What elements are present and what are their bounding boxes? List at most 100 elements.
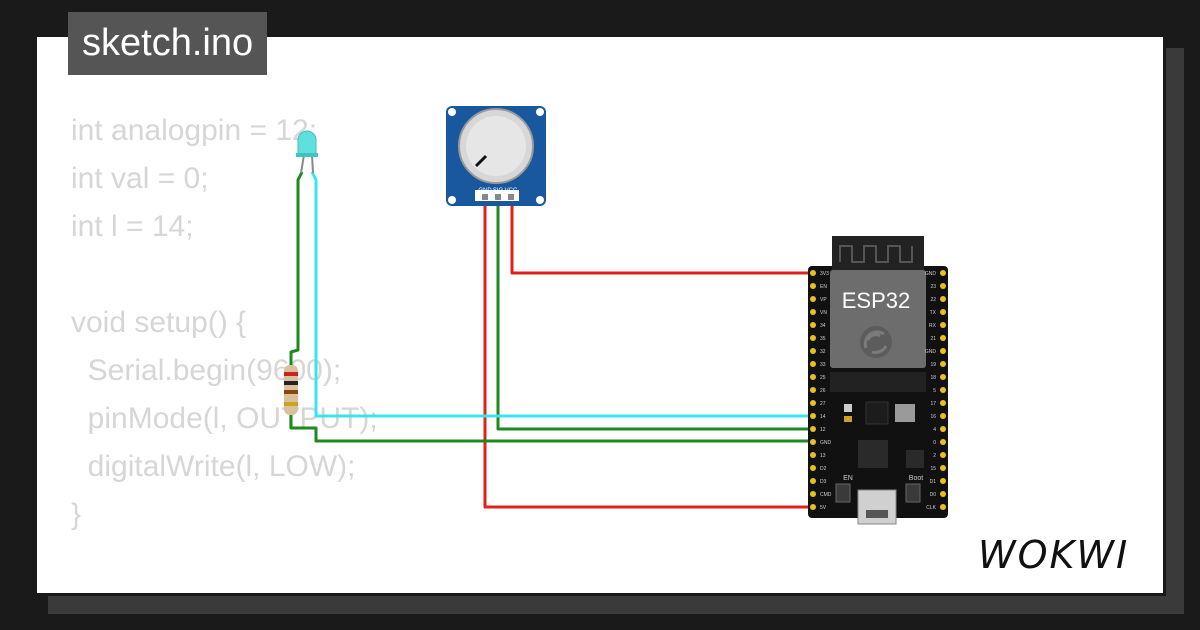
esp32-pin[interactable] bbox=[810, 491, 816, 497]
wire-ground-2[interactable] bbox=[289, 415, 812, 443]
esp32-pin[interactable] bbox=[810, 296, 816, 302]
esp32-pin-label: D0 bbox=[930, 492, 937, 498]
code-line: digitalWrite(l, LOW); bbox=[71, 450, 356, 483]
esp32-pin-label: 5V bbox=[820, 505, 827, 511]
esp32-pin-label: D1 bbox=[930, 479, 937, 485]
esp32-left-pins: 3V3ENVPVN343532332526271412GND13D2D3CMD5… bbox=[810, 270, 832, 511]
esp32-pin[interactable] bbox=[940, 335, 946, 341]
esp32-pin[interactable] bbox=[940, 296, 946, 302]
esp32-pin-label: CLK bbox=[926, 505, 936, 511]
wire-led[interactable] bbox=[310, 171, 812, 418]
esp32-module bbox=[830, 270, 926, 368]
esp32-pin-label: 3V3 bbox=[820, 271, 829, 277]
esp32-pin[interactable] bbox=[940, 491, 946, 497]
esp32-antenna bbox=[832, 236, 924, 276]
simulation-canvas[interactable]: int analogpin = 12;int val = 0;int l = 1… bbox=[34, 34, 1166, 596]
pot-pin-label-gnd: GND bbox=[478, 188, 492, 194]
esp32-pin-label: 35 bbox=[820, 336, 826, 342]
esp32-pin[interactable] bbox=[810, 270, 816, 276]
knob-indicator bbox=[474, 154, 488, 168]
esp32-pin-label: 13 bbox=[820, 453, 826, 459]
esp32-pin[interactable] bbox=[810, 478, 816, 484]
esp32-pin[interactable] bbox=[940, 400, 946, 406]
esp32-pin[interactable] bbox=[940, 426, 946, 432]
esp32-pin[interactable] bbox=[810, 504, 816, 510]
code-line: Serial.begin(9600); bbox=[71, 354, 342, 387]
esp32-pin-label: 25 bbox=[820, 375, 826, 381]
esp32-pin-label: 19 bbox=[930, 362, 936, 368]
esp32-pin[interactable] bbox=[810, 452, 816, 458]
esp32-pin-label: 2 bbox=[933, 453, 936, 459]
esp32-pin[interactable] bbox=[940, 374, 946, 380]
esp32-pin-label: CMD bbox=[820, 492, 832, 498]
esp32-pin[interactable] bbox=[810, 413, 816, 419]
esp32-pin[interactable] bbox=[940, 387, 946, 393]
esp32-pin-label: D3 bbox=[820, 479, 827, 485]
esp32-pin[interactable] bbox=[810, 283, 816, 289]
esp32-pin[interactable] bbox=[940, 439, 946, 445]
esp32-pin-label: 5 bbox=[933, 388, 936, 394]
boot-button-label: Boot bbox=[909, 475, 923, 482]
esp32-pin[interactable] bbox=[810, 322, 816, 328]
led[interactable] bbox=[296, 130, 318, 174]
esp32-pin-label: 34 bbox=[820, 323, 826, 329]
esp32-pin-label: 27 bbox=[820, 401, 826, 407]
wire-vcc[interactable] bbox=[510, 198, 812, 275]
esp32-pin[interactable] bbox=[810, 374, 816, 380]
pot-pin-label-vcc: VCC bbox=[505, 188, 518, 194]
esp32-pin[interactable] bbox=[810, 387, 816, 393]
esp32-pin-label: 21 bbox=[930, 336, 936, 342]
esp32-pin[interactable] bbox=[940, 413, 946, 419]
resistor[interactable] bbox=[284, 365, 298, 415]
esp32-pin-label: GND bbox=[925, 349, 937, 355]
esp32-pin[interactable] bbox=[940, 361, 946, 367]
esp32-pin[interactable] bbox=[940, 348, 946, 354]
esp32-pin[interactable] bbox=[940, 478, 946, 484]
code-line: pinMode(l, OUTPUT); bbox=[71, 402, 378, 435]
potentiometer[interactable]: GND SIG VCC bbox=[446, 106, 546, 206]
usb-port bbox=[857, 489, 897, 525]
esp32-pin-label: 32 bbox=[820, 349, 826, 355]
esp32-pin-label: 18 bbox=[930, 375, 936, 381]
wires bbox=[289, 171, 812, 509]
esp32-pin[interactable] bbox=[810, 426, 816, 432]
esp32-pin[interactable] bbox=[940, 309, 946, 315]
esp32-pin[interactable] bbox=[810, 361, 816, 367]
wire-signal[interactable] bbox=[496, 198, 812, 431]
esp32-pin[interactable] bbox=[810, 465, 816, 471]
esp32-pin-label: 16 bbox=[930, 414, 936, 420]
file-tab[interactable]: sketch.ino bbox=[68, 12, 268, 75]
wokwi-logo-text: WOKWI bbox=[978, 533, 1129, 577]
esp32-pin[interactable] bbox=[940, 452, 946, 458]
esp32-pin[interactable] bbox=[810, 400, 816, 406]
esp32-pin[interactable] bbox=[810, 309, 816, 315]
code-preview: int analogpin = 12;int val = 0;int l = 1… bbox=[71, 107, 378, 593]
esp32-pin[interactable] bbox=[810, 439, 816, 445]
esp32-pin-label: 22 bbox=[930, 297, 936, 303]
esp32-pin[interactable] bbox=[810, 335, 816, 341]
wire-gnd-pot[interactable] bbox=[483, 198, 812, 509]
esp32-pin-label: 12 bbox=[820, 427, 826, 433]
esp32-pin-label: RX bbox=[929, 323, 937, 329]
esp32-pin[interactable] bbox=[810, 348, 816, 354]
esp32-pin-label: TX bbox=[930, 310, 937, 316]
wokwi-logo: WOKWI bbox=[978, 533, 1129, 577]
esp32-pin[interactable] bbox=[940, 283, 946, 289]
esp32-pin-label: VN bbox=[820, 310, 827, 316]
code-line: int analogpin = 12; bbox=[71, 114, 318, 147]
boot-button[interactable] bbox=[905, 483, 921, 503]
esp32-pin-label: GND bbox=[925, 271, 937, 277]
esp32-pin[interactable] bbox=[940, 504, 946, 510]
esp32-pin-label: 17 bbox=[930, 401, 936, 407]
esp32-pin[interactable] bbox=[940, 465, 946, 471]
wire-ground[interactable] bbox=[289, 171, 304, 365]
esp32-board[interactable]: ESP32 EN Boot 3V3ENVPVN34353233252627141… bbox=[808, 236, 948, 525]
en-button-label: EN bbox=[843, 475, 853, 482]
code-line: } bbox=[71, 498, 82, 531]
esp32-pin-label: 4 bbox=[933, 427, 936, 433]
esp32-pin[interactable] bbox=[940, 270, 946, 276]
esp32-pin[interactable] bbox=[940, 322, 946, 328]
en-button[interactable] bbox=[835, 483, 851, 503]
